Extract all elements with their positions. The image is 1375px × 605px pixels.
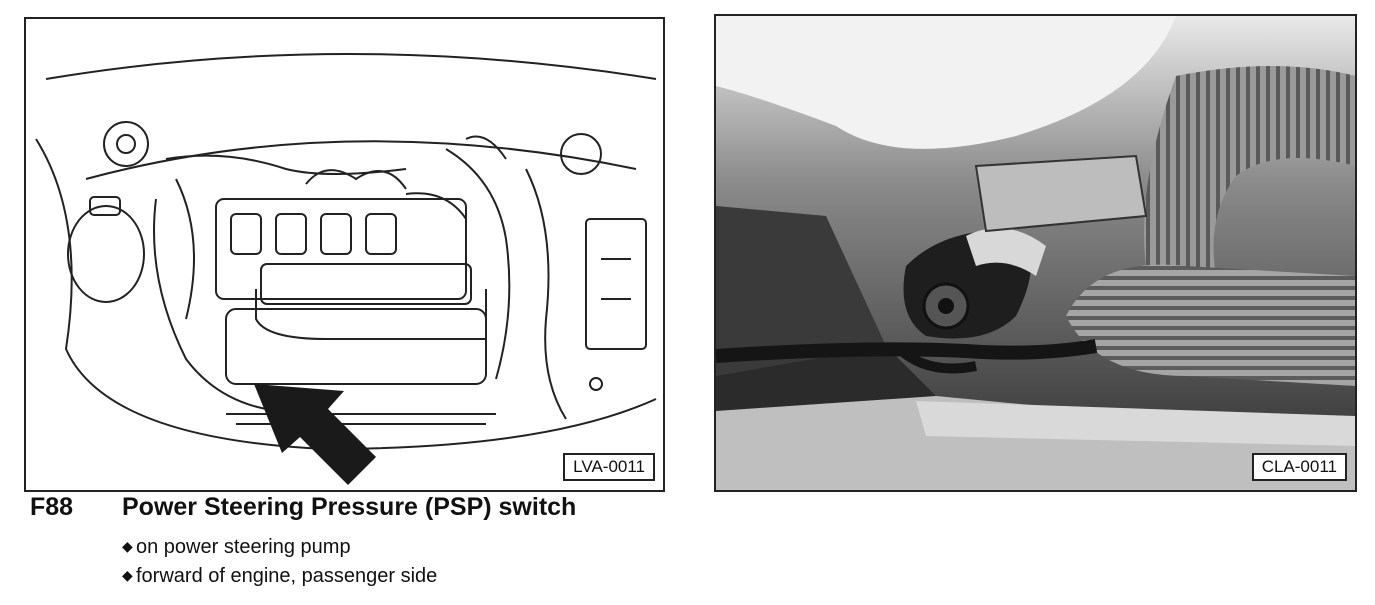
component-code: F88 bbox=[30, 493, 74, 521]
component-title: Power Steering Pressure (PSP) switch bbox=[122, 493, 577, 521]
engine-photo: CLA-0011 bbox=[714, 14, 1357, 492]
engine-line-drawing bbox=[35, 53, 657, 485]
location-note: ◆forward of engine, passenger side bbox=[122, 561, 437, 590]
left-figure-ref-code: LVA-0011 bbox=[563, 453, 655, 481]
photo-illustration bbox=[716, 16, 1355, 490]
pointer-arrow bbox=[254, 384, 376, 485]
engine-bay-diagram: LVA-0011 bbox=[24, 17, 665, 492]
location-notes: ◆on power steering pump ◆forward of engi… bbox=[122, 532, 437, 590]
bullet-diamond-icon: ◆ bbox=[122, 567, 133, 583]
location-note: ◆on power steering pump bbox=[122, 532, 437, 561]
bullet-diamond-icon: ◆ bbox=[122, 538, 133, 554]
right-figure-ref-code: CLA-0011 bbox=[1251, 453, 1347, 481]
